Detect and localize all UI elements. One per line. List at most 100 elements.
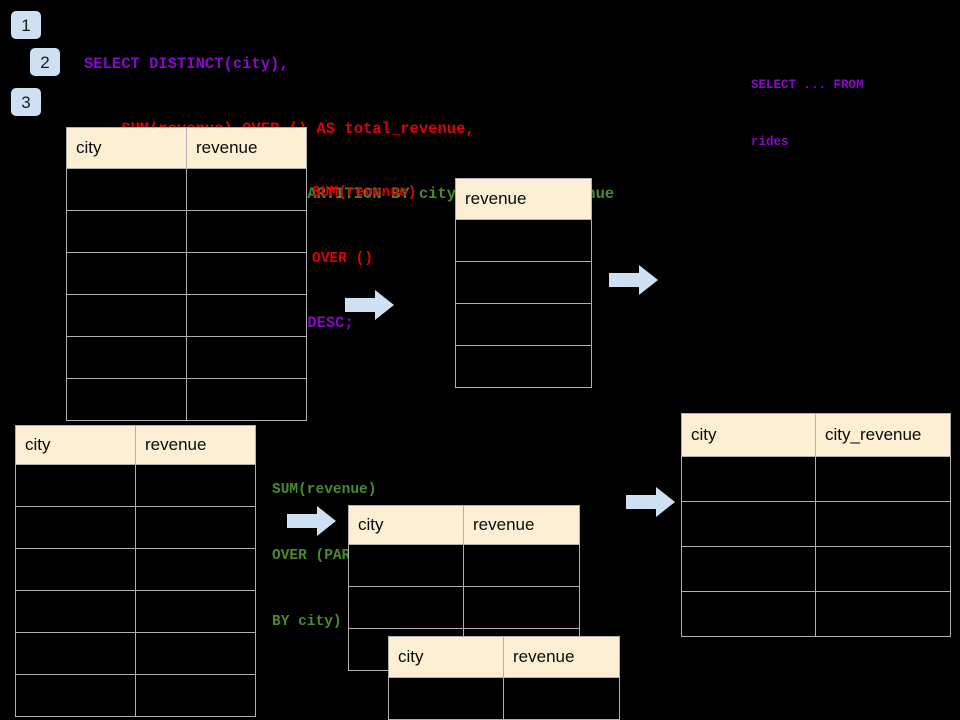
table-row (66, 378, 307, 421)
table-cell (815, 501, 951, 547)
table-cell (815, 456, 951, 502)
table-cell (66, 210, 187, 253)
table-row (15, 548, 256, 591)
table-cell (455, 219, 592, 262)
table-row (455, 261, 592, 304)
table-cell (186, 252, 307, 295)
column-header-revenue: revenue (135, 425, 256, 465)
table-cell (15, 548, 136, 591)
right-arrow-icon (626, 487, 675, 517)
table-cell (135, 674, 256, 717)
table-row (66, 252, 307, 295)
table-header-row: revenue (455, 178, 592, 220)
table-row (66, 294, 307, 337)
table-row (15, 590, 256, 633)
table-cell (135, 548, 256, 591)
table-cell (815, 591, 951, 637)
column-header-city: city (681, 413, 816, 457)
column-header-city: city (15, 425, 136, 465)
step-badge-3[interactable]: 3 (11, 88, 41, 116)
column-header-revenue: revenue (503, 636, 620, 678)
table-cell (15, 632, 136, 675)
arrow-source-to-total (345, 288, 395, 327)
table-row (455, 219, 592, 262)
column-header-city: city (348, 505, 464, 545)
table-row (681, 456, 951, 502)
annotation-total-revenue: SUM(revenue) OVER () (312, 138, 416, 314)
annotation-line-1: SUM(revenue) (272, 482, 377, 498)
table-cell (15, 464, 136, 507)
table-partition-group-front: city revenue (388, 636, 620, 720)
step-badge-1[interactable]: 1 (11, 11, 41, 39)
table-row (348, 544, 580, 587)
table-header-row: city revenue (15, 425, 256, 465)
column-header-revenue: revenue (455, 178, 592, 220)
table-header-row: city city_revenue (681, 413, 951, 457)
table-header-row: city revenue (348, 505, 580, 545)
right-arrow-icon (609, 265, 658, 295)
table-cell (455, 303, 592, 346)
table-final-city-revenue-result: city city_revenue (681, 413, 951, 637)
table-cell (15, 506, 136, 549)
table-rides-source-bottom: city revenue (15, 425, 256, 717)
table-cell (348, 544, 464, 587)
table-cell (135, 464, 256, 507)
sidenote-line-1: SELECT ... FROM (751, 78, 864, 92)
table-row (348, 586, 580, 629)
table-cell (681, 501, 816, 547)
table-cell (186, 168, 307, 211)
table-cell (135, 506, 256, 549)
column-header-revenue: revenue (186, 127, 307, 169)
right-arrow-icon (345, 290, 394, 320)
table-cell (186, 336, 307, 379)
table-cell (66, 336, 187, 379)
column-header-city: city (66, 127, 187, 169)
arrow-total-to-final (609, 263, 659, 302)
column-header-city: city (388, 636, 504, 678)
column-header-revenue: revenue (463, 505, 580, 545)
table-row (15, 506, 256, 549)
table-cell (463, 586, 580, 629)
table-cell (463, 544, 580, 587)
table-header-row: city revenue (388, 636, 620, 678)
table-cell (66, 252, 187, 295)
table-cell (186, 378, 307, 421)
table-cell (15, 674, 136, 717)
table-cell (388, 677, 504, 720)
table-row (388, 677, 620, 720)
table-total-revenue-result: revenue (455, 178, 592, 388)
sql-line-select: SELECT DISTINCT(city), (84, 55, 289, 74)
table-cell (503, 677, 620, 720)
table-cell (66, 378, 187, 421)
table-header-row: city revenue (66, 127, 307, 169)
annotation-line-3: BY city) (272, 614, 342, 630)
table-cell (15, 590, 136, 633)
table-cell (186, 210, 307, 253)
step-badge-2[interactable]: 2 (30, 48, 60, 76)
table-cell (455, 261, 592, 304)
table-row (15, 674, 256, 717)
table-cell (66, 168, 187, 211)
table-cell (455, 345, 592, 388)
table-cell (681, 456, 816, 502)
sidenote-select-from-rides: SELECT ... FROM rides (751, 38, 864, 190)
table-cell (135, 632, 256, 675)
table-row (455, 303, 592, 346)
table-row (15, 464, 256, 507)
annotation-line-2: OVER () (312, 251, 373, 267)
table-row (681, 501, 951, 547)
annotation-city-revenue: SUM(revenue) OVER (PARTITION BY city) (272, 435, 403, 677)
arrow-source-to-partition (287, 504, 337, 543)
table-row (15, 632, 256, 675)
column-header-city-revenue: city_revenue (815, 413, 951, 457)
table-cell (186, 294, 307, 337)
table-cell (66, 294, 187, 337)
table-row (66, 168, 307, 211)
table-rides-source-top: city revenue (66, 127, 307, 421)
table-cell (681, 591, 816, 637)
table-row (66, 336, 307, 379)
table-row (681, 546, 951, 592)
table-row (681, 591, 951, 637)
right-arrow-icon (287, 506, 336, 536)
